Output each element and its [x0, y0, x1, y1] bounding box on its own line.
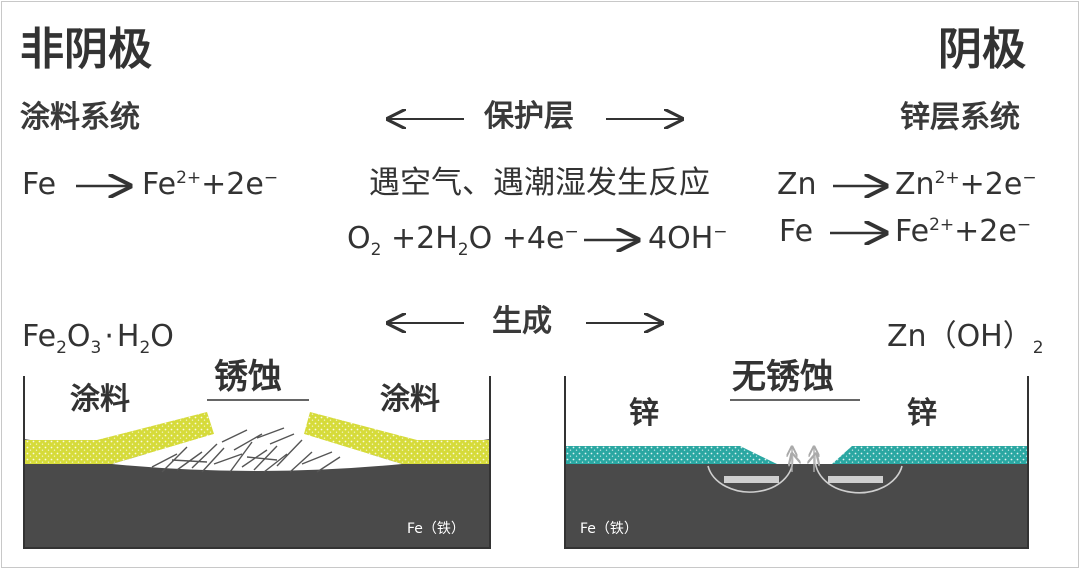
reaction-condition: 遇空气、遇潮湿发生反应	[369, 165, 710, 201]
left-beaker-wall	[23, 376, 491, 549]
left-reaction-reactant: Fe	[22, 167, 57, 202]
left-title: 非阴极	[20, 24, 152, 75]
no-rust-label: 无锈蚀	[732, 357, 834, 397]
zinc-right-label: 锌	[907, 396, 937, 431]
right-metal-label: Fe（铁）	[580, 521, 638, 537]
protect-layer-label: 保护层	[484, 99, 574, 134]
right-coating-label: 涂料	[380, 382, 440, 417]
left-rust-formula: Fe2O3·H2O	[22, 319, 174, 358]
rust-pit	[112, 434, 402, 471]
zinc-left-label: 锌	[629, 396, 659, 431]
right-beaker-wall	[564, 376, 1029, 549]
zinc-reaction-reactant: Zn	[777, 167, 817, 202]
left-reaction-product: Fe2++2e−	[142, 167, 279, 202]
oxygen-reduction-reaction: O2 +2H2O +4e−	[347, 221, 579, 260]
right-system-label: 锌层系统	[900, 100, 1020, 135]
right-title: 阴极	[938, 24, 1026, 75]
zinc-hydroxide-formula: Zn（OH）2	[887, 319, 1044, 358]
generate-label: 生成	[492, 304, 552, 339]
rust-scribbles	[151, 427, 341, 473]
left-coating-label: 涂料	[70, 382, 130, 417]
iron-reaction-reactant: Fe	[779, 214, 814, 249]
left-system-label: 涂料系统	[20, 100, 140, 135]
left-metal-label: Fe（铁）	[407, 521, 465, 537]
right-steel-block	[565, 464, 1028, 548]
hydroxide-product: 4OH−	[648, 221, 728, 256]
rust-label: 锈蚀	[214, 357, 282, 397]
zinc-reaction-product: Zn2++2e−	[895, 167, 1037, 202]
iron-reaction-product: Fe2++2e−	[895, 214, 1032, 249]
